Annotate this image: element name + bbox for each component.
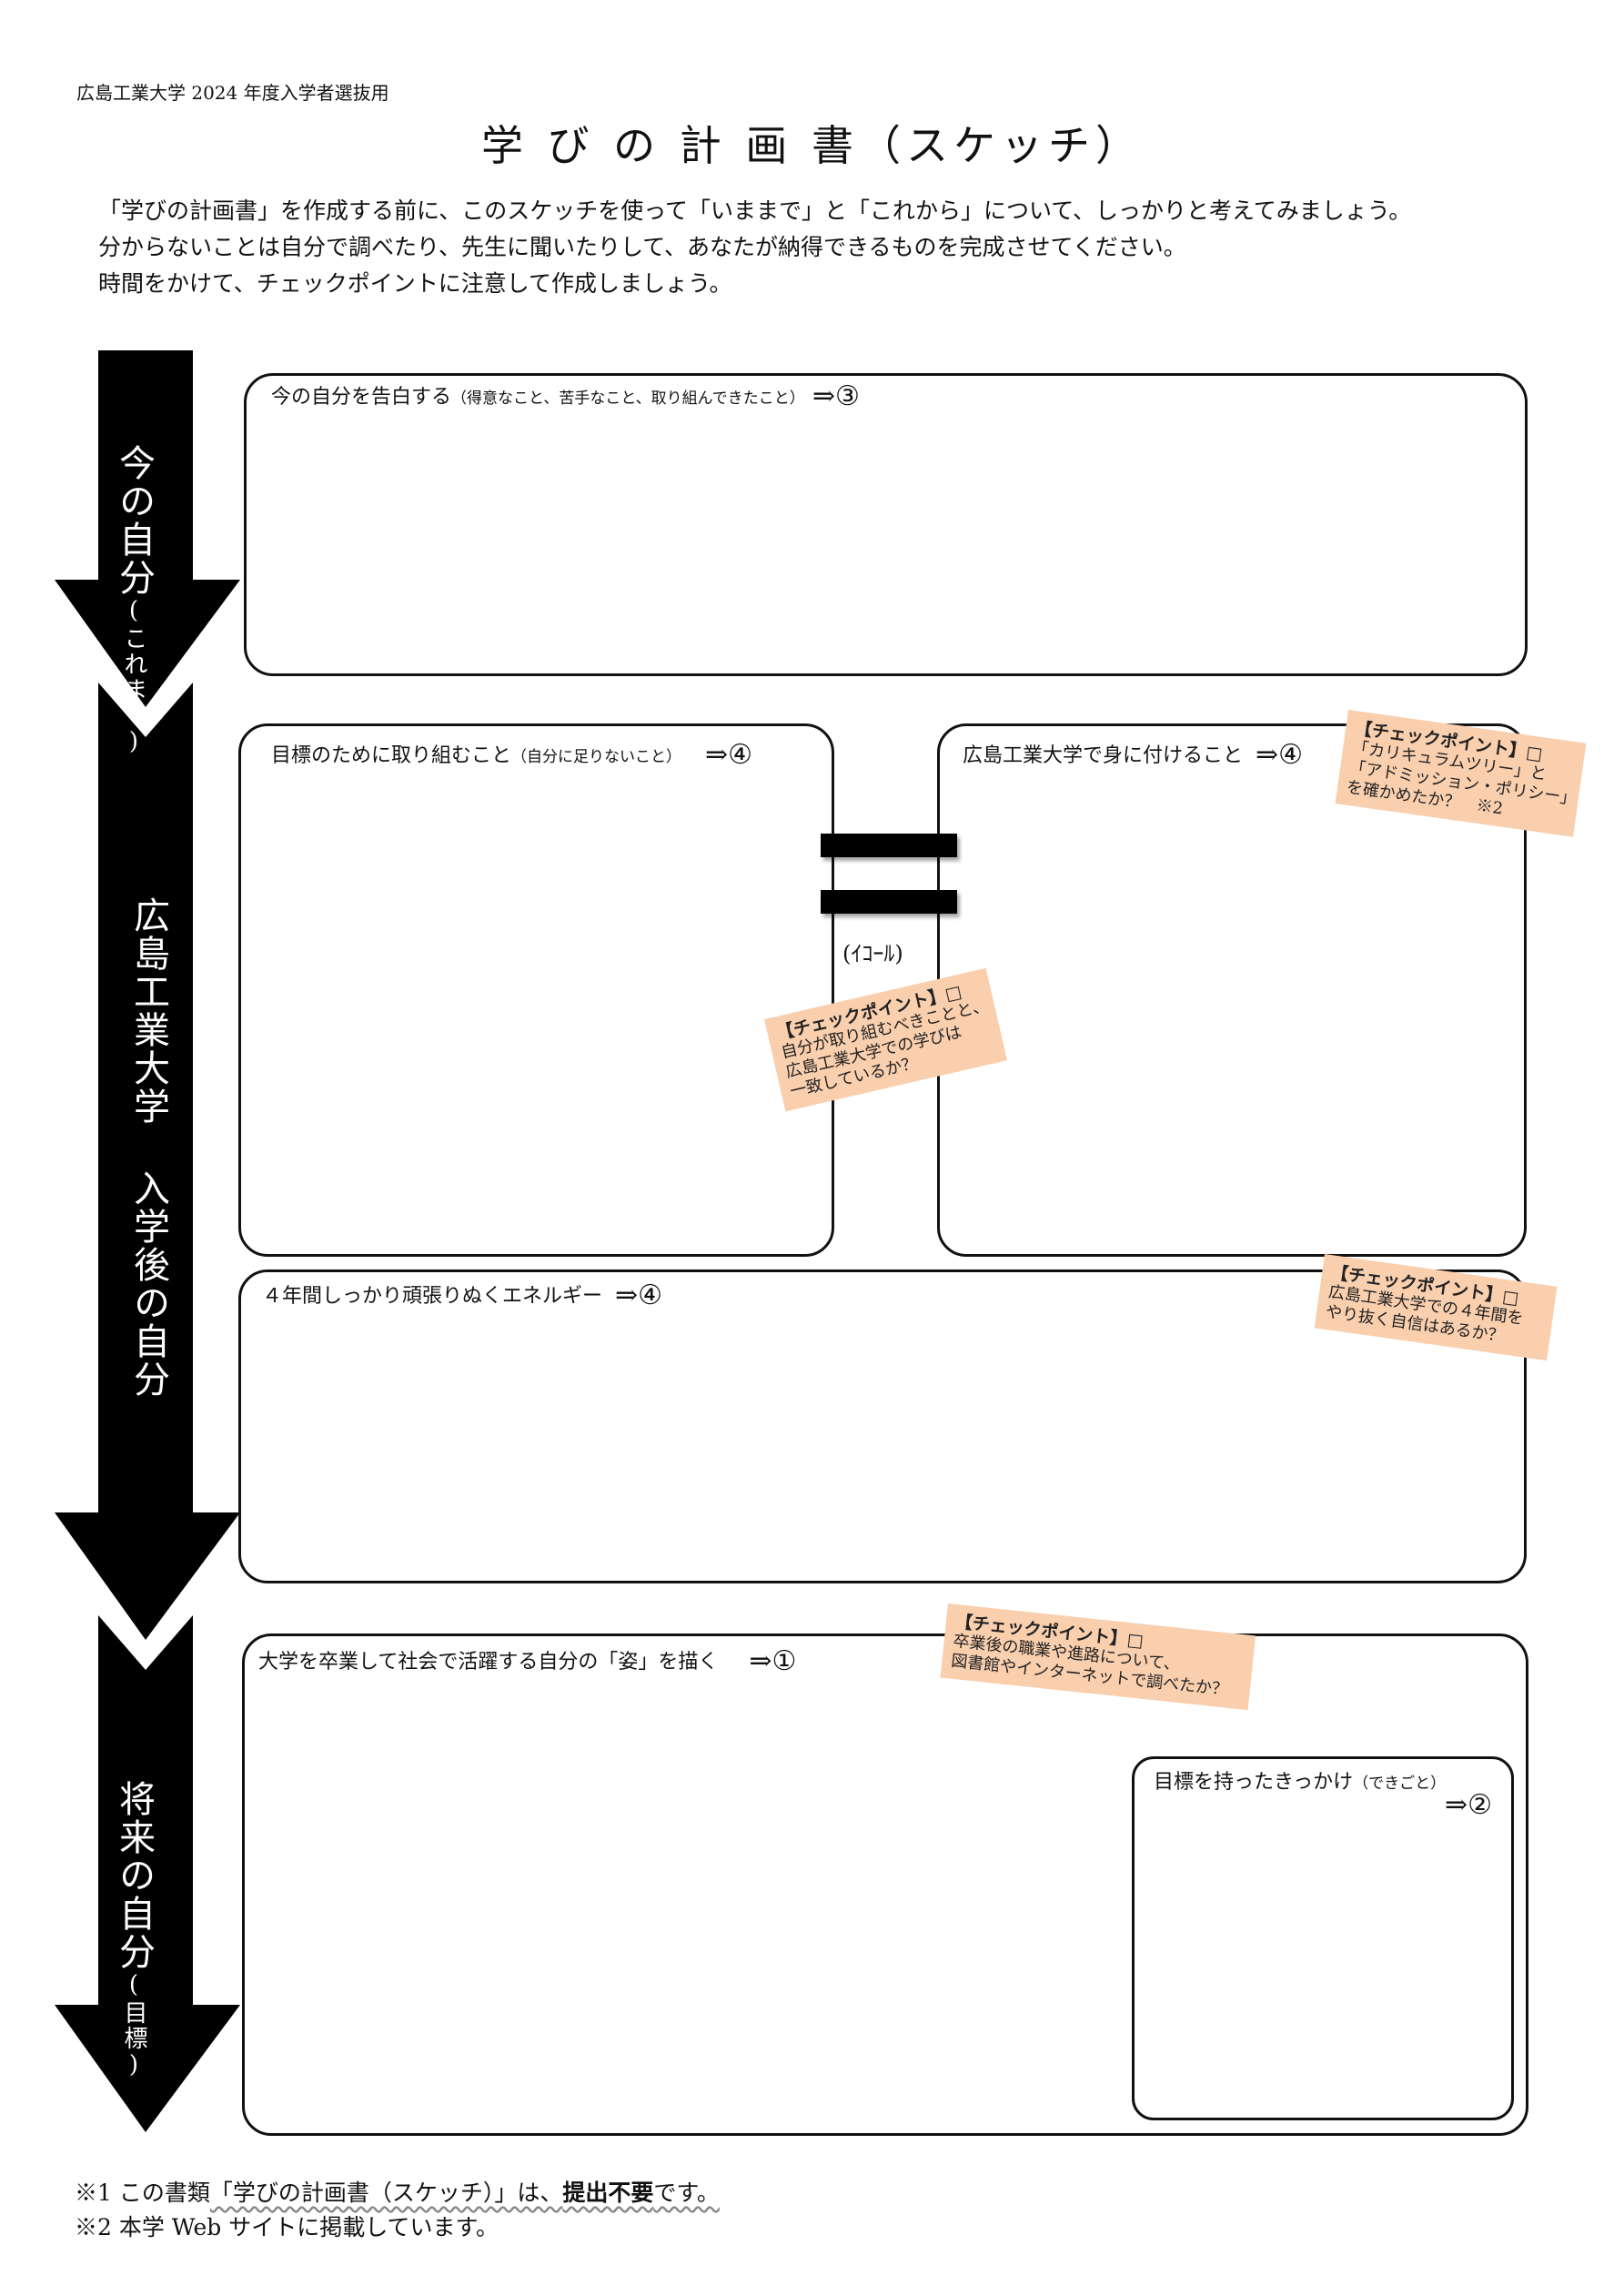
equal-bar-top (821, 834, 957, 857)
goal-work-box[interactable] (238, 723, 834, 1257)
arrow-future-icon (55, 1615, 240, 2132)
equal-bar-bottom (821, 890, 957, 914)
page-title: 学 び の 計 画 書（スケッチ） (480, 121, 1144, 170)
trigger-box-label: 目標を持ったきっかけ（できごと） (1154, 1771, 1447, 1794)
section-now-main: 今の自分 (113, 444, 155, 597)
equal-label: (ｲｺｰﾙ) (842, 941, 903, 966)
section-now-sub: (これまで) (120, 597, 147, 757)
acquire-box-label: 広島工業大学で身に付けること⇒④ (963, 739, 1304, 771)
intro-line-2: 分からないことは自分で調べたり、先生に聞いたりして、あなたが納得できるものを完成… (98, 234, 1186, 260)
intro-line-3: 時間をかけて、チェックポイントに注意して作成しましょう。 (98, 270, 732, 297)
footnote-2: ※2 本学 Web サイトに掲載しています。 (75, 2214, 499, 2240)
section-future-main: 将来の自分 (113, 1780, 155, 1971)
goal-work-box-label: 目標のために取り組むこと（自分に足りないこと）⇒④ (271, 739, 753, 771)
section-future-label: 将来の自分(目標) (107, 1780, 160, 2080)
header-label: 広島工業大学 2024 年度入学者選抜用 (76, 82, 389, 104)
intro-line-1: 「学びの計画書」を作成する前に、このスケッチを使って「いままで」と「これから」に… (98, 197, 1412, 224)
intro-text: 「学びの計画書」を作成する前に、このスケッチを使って「いままで」と「これから」に… (98, 193, 1411, 302)
section-after-main: 広島工業大学 入学後の自分 (127, 896, 169, 1399)
arrow-now-icon (55, 350, 240, 707)
confess-box-label: 今の自分を告白する（得意なこと、苦手なこと、取り組んできたこと）⇒③ (271, 380, 860, 412)
energy-box[interactable] (238, 1269, 1527, 1583)
trigger-box-ref: ⇒② (1445, 1789, 1493, 1821)
energy-box-label: ４年間しっかり頑張りぬくエネルギー⇒④ (262, 1279, 663, 1311)
section-after-label: 広島工業大学 入学後の自分 (122, 896, 175, 1399)
trigger-box[interactable] (1132, 1756, 1514, 2120)
vision-box-label: 大学を卒業して社会で活躍する自分の「姿」を描く⇒① (258, 1645, 797, 1677)
section-future-sub: (目標) (120, 1971, 147, 2080)
footnote-1: ※1 この書類「学びの計画書（スケッチ）」は、提出不要です。 (75, 2180, 720, 2206)
arrow-after-icon (55, 683, 240, 1640)
confess-box[interactable] (244, 373, 1528, 676)
section-now-label: 今の自分(これまで) (107, 444, 160, 757)
